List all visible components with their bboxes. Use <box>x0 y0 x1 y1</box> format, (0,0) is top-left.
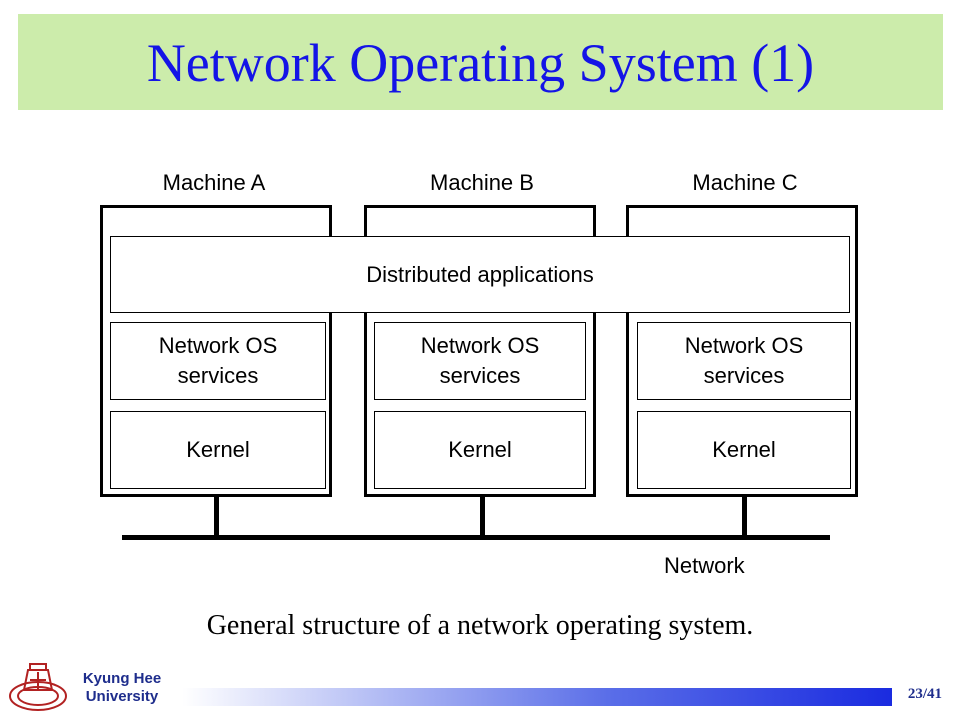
services-line-1: Network OS <box>420 333 540 359</box>
title-bar: Network Operating System (1) <box>18 14 943 110</box>
machine-b-kernel: Kernel <box>374 411 586 489</box>
university-logo-icon <box>9 663 67 711</box>
university-name-line-1: Kyung Hee <box>82 670 162 687</box>
machine-c-kernel: Kernel <box>637 411 851 489</box>
network-label: Network <box>664 553 745 578</box>
university-name-line-2: University <box>85 688 159 705</box>
services-line-2: services <box>703 363 785 388</box>
network-drop-c <box>742 494 747 536</box>
machine-c-label: Machine C <box>692 170 798 195</box>
services-line-1: Network OS <box>684 333 804 359</box>
machine-a-services: Network OS services <box>110 322 326 400</box>
services-line-2: services <box>439 363 521 388</box>
machine-b-services: Network OS services <box>374 322 586 400</box>
machine-b-label: Machine B <box>430 170 534 195</box>
page-number: 23/41 <box>907 686 942 702</box>
slide-title: Network Operating System (1) <box>146 33 815 93</box>
footer-bar <box>182 688 892 706</box>
distributed-applications-layer: Distributed applications <box>110 236 850 313</box>
university-name: Kyung Hee University <box>70 670 174 706</box>
network-drop-a <box>214 494 219 536</box>
services-line-2: services <box>177 363 259 388</box>
machine-c-services: Network OS services <box>637 322 851 400</box>
machine-a-label: Machine A <box>162 170 266 195</box>
services-line-1: Network OS <box>158 333 278 359</box>
network-line <box>122 535 830 540</box>
figure-caption: General structure of a network operating… <box>206 610 754 641</box>
machine-a-kernel: Kernel <box>110 411 326 489</box>
network-drop-b <box>480 494 485 536</box>
